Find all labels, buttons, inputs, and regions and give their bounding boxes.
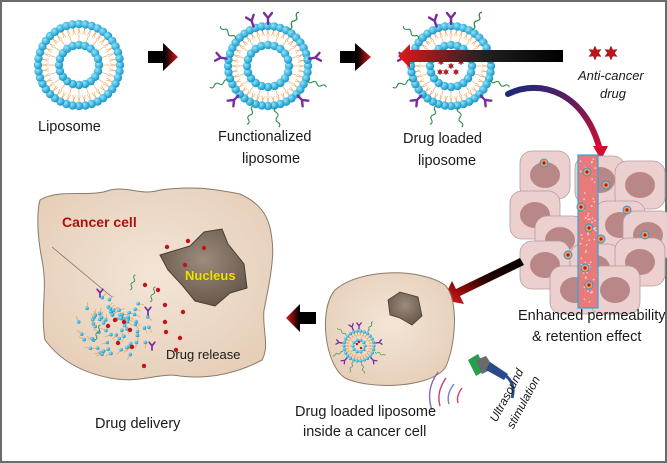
label-inside-cell-line2: inside a cancer cell bbox=[303, 423, 426, 442]
label-functionalized-line1: Functionalized bbox=[218, 128, 312, 147]
label-drug-delivery: Drug delivery bbox=[95, 415, 180, 434]
arrow-to-cancer-cell bbox=[443, 258, 524, 304]
label-drug-release: Drug release bbox=[166, 345, 240, 364]
label-cancer-cell: Cancer cell bbox=[62, 213, 137, 232]
liposome-drug-loaded bbox=[392, 12, 510, 128]
arrow-right-1 bbox=[148, 43, 178, 71]
arrow-left bbox=[286, 304, 316, 332]
label-epr-line1: Enhanced permeability bbox=[518, 307, 666, 326]
label-nucleus: Nucleus bbox=[185, 266, 236, 285]
label-drug-line1: Anti-cancer bbox=[578, 67, 644, 85]
label-drug-line2: drug bbox=[600, 85, 626, 103]
liposome-plain bbox=[34, 20, 124, 110]
cancer-cell-small bbox=[325, 273, 454, 386]
arrow-drug-loading bbox=[398, 44, 563, 68]
label-epr-line2: & retention effect bbox=[532, 328, 641, 347]
label-drug-loaded-line2: liposome bbox=[418, 152, 476, 171]
liposome-functionalized bbox=[209, 12, 327, 128]
label-drug-loaded-line1: Drug loaded bbox=[403, 130, 482, 149]
arrow-right-2 bbox=[340, 43, 371, 71]
tumor-tissue-epr bbox=[510, 151, 667, 314]
label-functionalized-line2: liposome bbox=[242, 150, 300, 169]
anti-cancer-drug-icon bbox=[589, 46, 617, 60]
label-inside-cell-line1: Drug loaded liposome bbox=[295, 403, 436, 422]
curved-arrow-to-tumor bbox=[508, 88, 608, 160]
label-liposome: Liposome bbox=[38, 118, 101, 137]
